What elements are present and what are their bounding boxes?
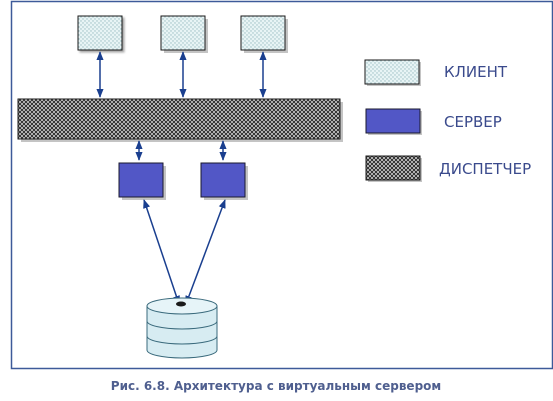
client-box-3-front [240,15,286,51]
database-cylinder [146,297,218,359]
client-box-1 [77,15,123,51]
diagram-frame [10,0,553,370]
legend-dispatcher-swatch [365,155,421,181]
client-box-2-front [160,15,206,51]
legend: КЛИЕНТ СЕРВЕР ДИСПЕТЧЕР [364,59,531,182]
dispatcher-bar [17,98,341,140]
figure-caption: Рис. 6.8. Архитектура с виртуальным серв… [111,379,441,393]
arrow-server-1-database [143,199,180,305]
legend-client-swatch [364,59,420,85]
legend-dispatcher-label: ДИСПЕТЧЕР [439,160,531,178]
server-box-1 [118,162,164,198]
legend-server-swatch [365,108,421,134]
legend-server-label: СЕРВЕР [444,113,502,131]
server-box-2 [200,162,246,198]
arrow-server-2-database [185,199,226,305]
legend-client-label: КЛИЕНТ [444,63,508,81]
